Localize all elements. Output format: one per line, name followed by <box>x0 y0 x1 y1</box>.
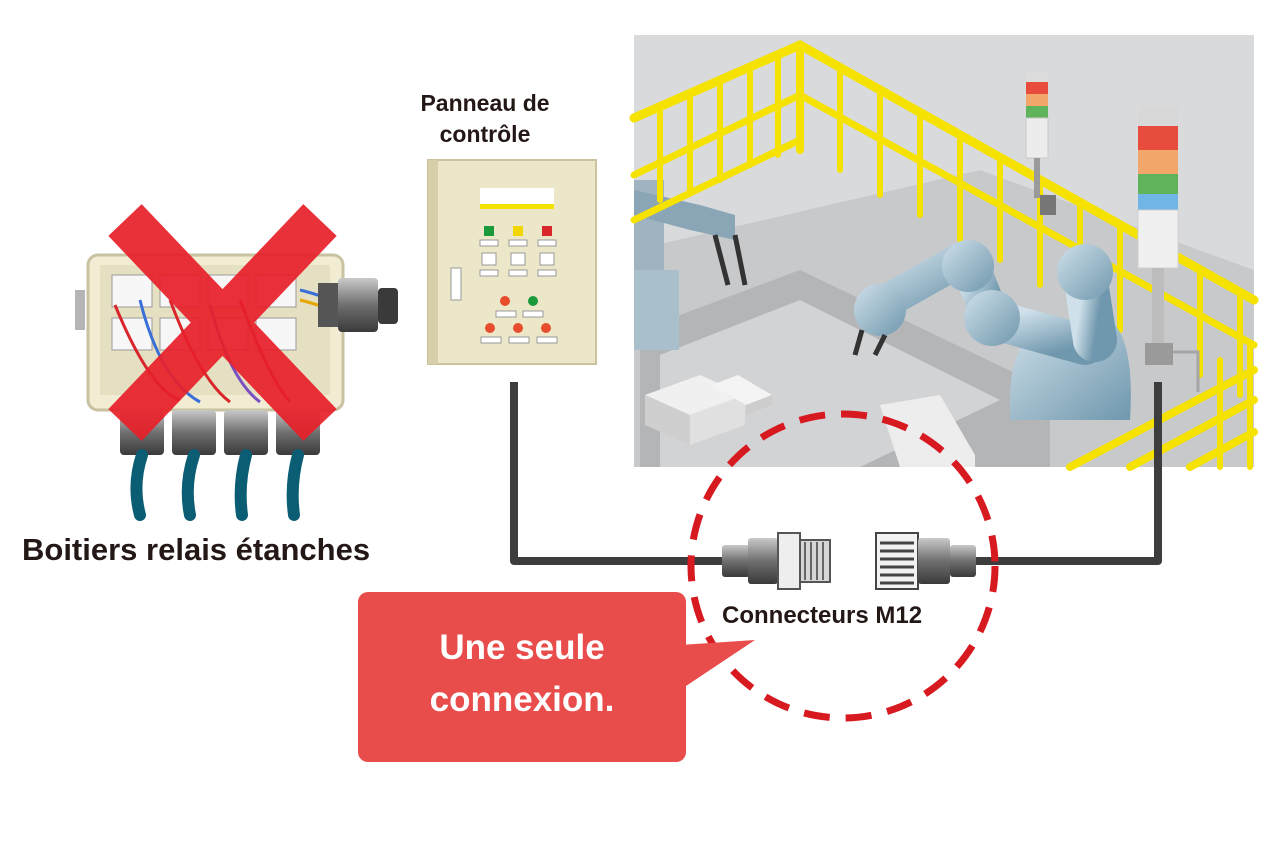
connection-highlight-circle <box>687 410 999 722</box>
m12-connector-female <box>875 532 976 590</box>
callout-bubble <box>358 592 755 762</box>
factory-scene <box>629 35 1259 471</box>
signal-tower <box>1137 106 1200 392</box>
robot-arm <box>852 240 1131 420</box>
connectors-label: Connecteurs M12 <box>722 602 923 629</box>
relay-boxes-label: Boitiers relais étanches <box>22 532 371 567</box>
cross-out-icon <box>108 204 337 441</box>
control-panel-illustration <box>427 159 597 365</box>
cable <box>510 382 1162 565</box>
relay-box-illustration <box>75 204 398 521</box>
callout-text: Une seule connexion. <box>429 628 615 719</box>
m12-connector-male <box>722 532 831 590</box>
control-panel-label: Panneau de contrôle <box>420 90 550 147</box>
signal-tower-small <box>1025 72 1056 215</box>
